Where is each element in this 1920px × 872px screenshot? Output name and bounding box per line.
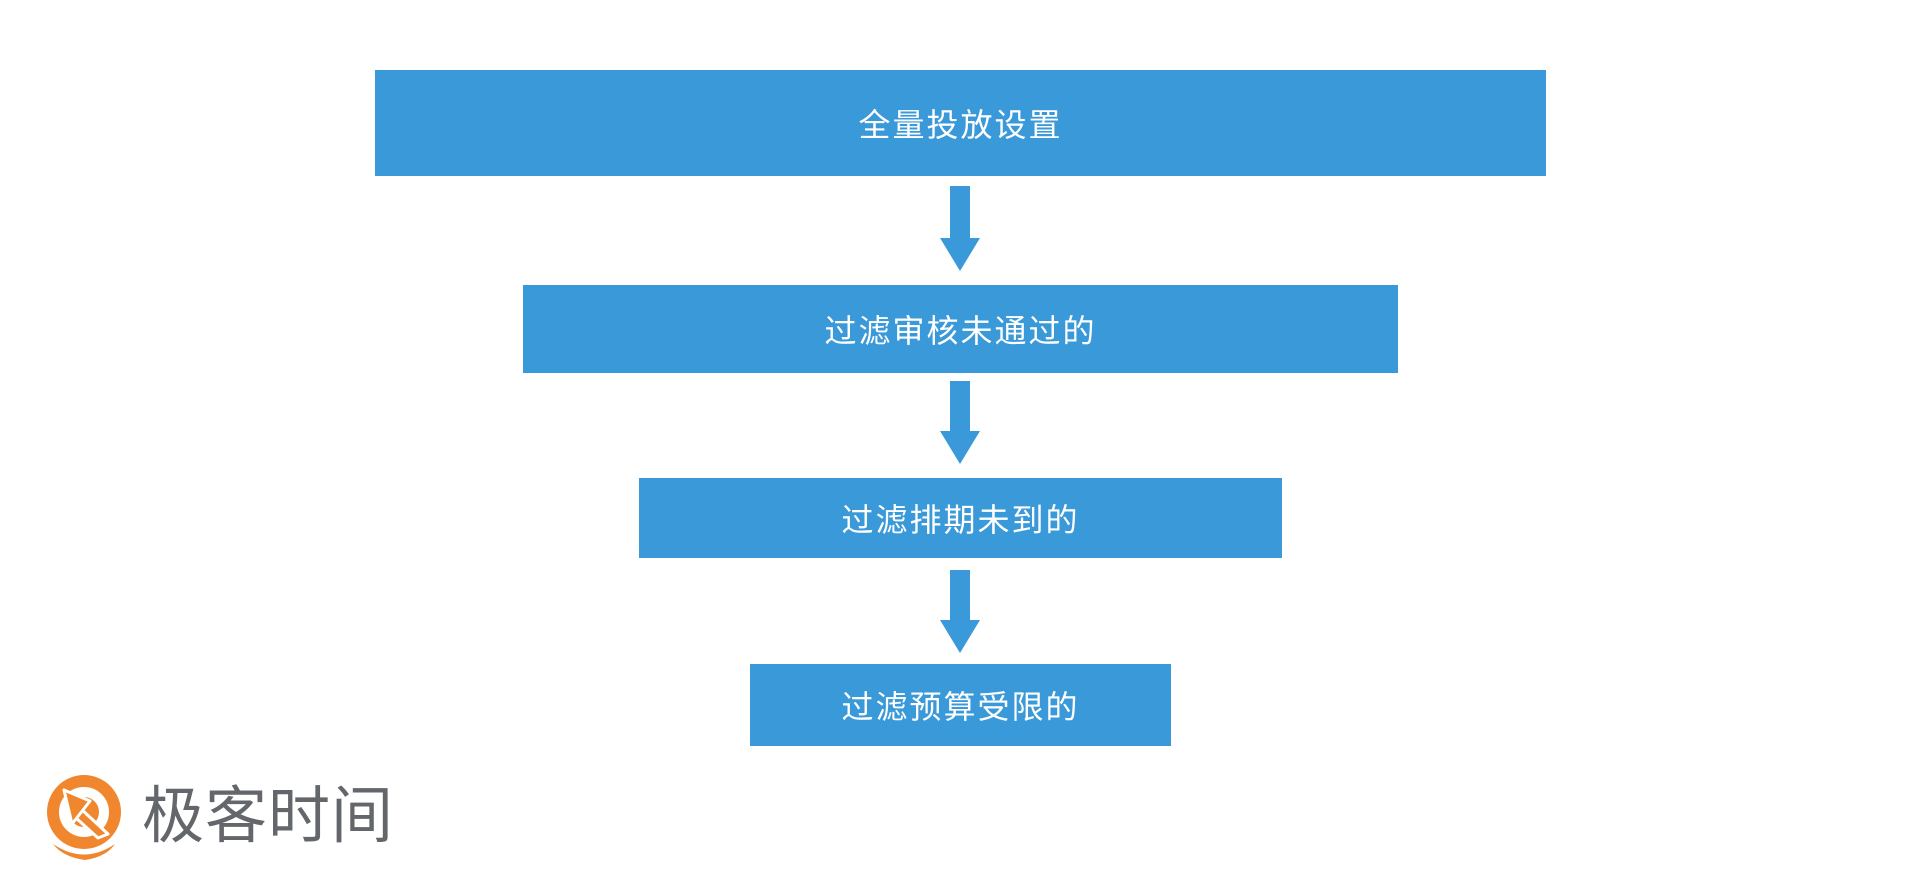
- down-arrow-head: [940, 431, 980, 464]
- step-bar-1: 全量投放设置: [375, 70, 1546, 176]
- step-bar-2: 过滤审核未通过的: [523, 285, 1398, 373]
- down-arrow-shaft: [950, 381, 970, 431]
- down-arrow-shaft: [950, 570, 970, 620]
- down-arrow-icon: [940, 570, 980, 653]
- geektime-logo: 极客时间: [44, 774, 394, 860]
- step-label-2: 过滤审核未通过的: [824, 313, 1097, 349]
- step-bar-3: 过滤排期未到的: [639, 478, 1282, 558]
- step-label-1: 全量投放设置: [858, 107, 1063, 143]
- geektime-logo-icon: [47, 775, 121, 860]
- down-arrow-icon: [940, 186, 980, 271]
- down-arrow-head: [940, 238, 980, 271]
- step-label-3: 过滤排期未到的: [841, 502, 1080, 538]
- down-arrow-shaft: [950, 186, 970, 238]
- step-bar-4: 过滤预算受限的: [750, 664, 1171, 746]
- down-arrow-head: [940, 620, 980, 653]
- step-label-4: 过滤预算受限的: [841, 689, 1080, 725]
- geektime-logo-text: 极客时间: [142, 782, 395, 851]
- down-arrow-icon: [940, 381, 980, 464]
